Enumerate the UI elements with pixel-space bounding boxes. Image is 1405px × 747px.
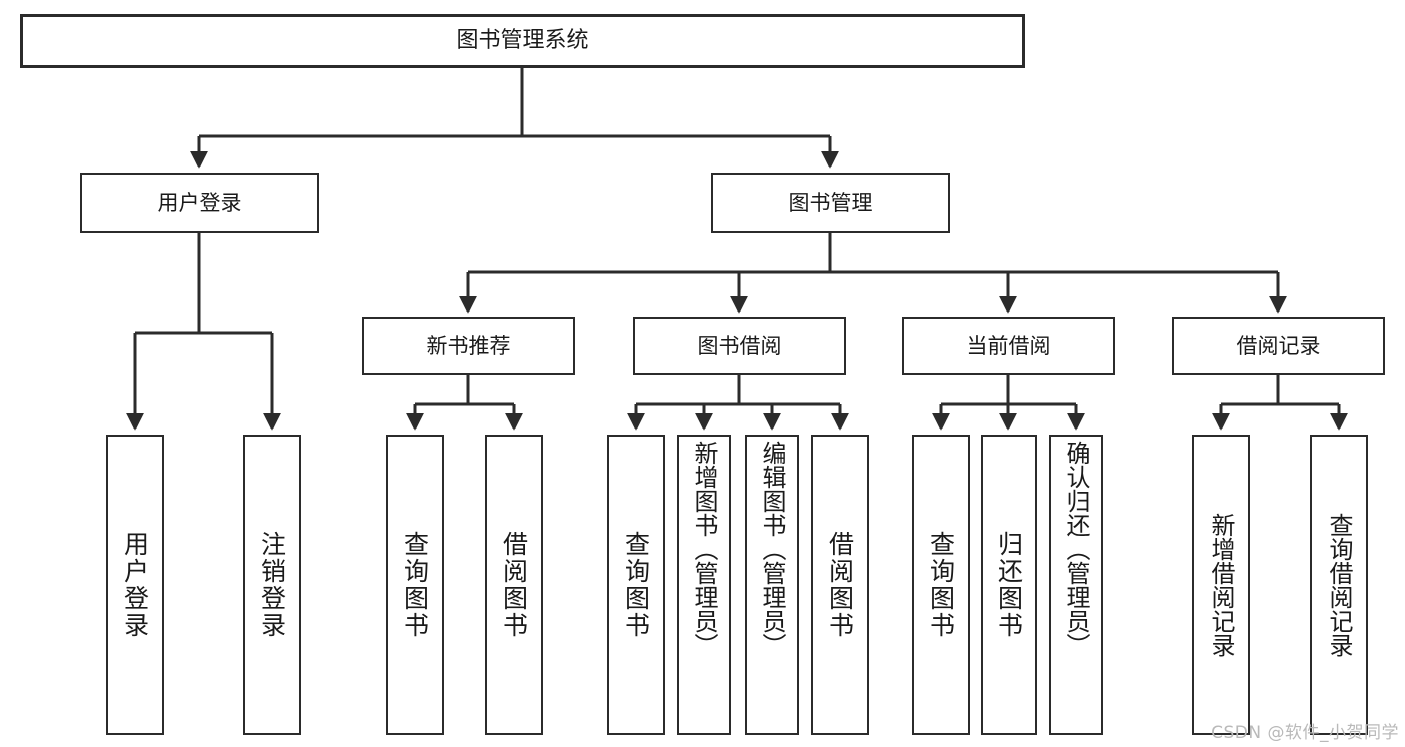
node-label: 用户登录	[157, 190, 242, 215]
node-label: 查询图书	[621, 531, 651, 639]
node-leaf-return-book[interactable]: 归还图书	[981, 435, 1037, 735]
node-label: 查询借阅记录	[1325, 513, 1353, 657]
node-label: 查询图书	[926, 531, 956, 639]
node-label: 图书借阅	[697, 333, 782, 358]
node-new-book-recommend[interactable]: 新书推荐	[362, 317, 575, 375]
node-label: 新书推荐	[426, 333, 511, 358]
node-leaf-user-login[interactable]: 用户登录	[106, 435, 164, 735]
node-user-login[interactable]: 用户登录	[80, 173, 319, 233]
node-label: 归还图书	[994, 531, 1024, 639]
node-leaf-query-borrow-record[interactable]: 查询借阅记录	[1310, 435, 1368, 735]
node-label: 新增借阅记录	[1207, 513, 1235, 657]
node-book-borrow[interactable]: 图书借阅	[633, 317, 846, 375]
node-leaf-borrow-book-rec[interactable]: 借阅图书	[485, 435, 543, 735]
node-leaf-query-book-rec[interactable]: 查询图书	[386, 435, 444, 735]
node-label: 注销登录	[257, 531, 287, 639]
node-label: 图书管理系统	[456, 28, 589, 54]
node-label: 借阅记录	[1236, 333, 1321, 358]
node-label: 借阅图书	[499, 531, 529, 639]
node-book-manage[interactable]: 图书管理	[711, 173, 950, 233]
node-label: 用户登录	[120, 531, 150, 639]
node-label: 确认归还（管理员）	[1062, 441, 1090, 657]
node-leaf-confirm-return[interactable]: 确认归还（管理员）	[1049, 435, 1103, 735]
node-label: 借阅图书	[825, 531, 855, 639]
node-current-borrow[interactable]: 当前借阅	[902, 317, 1115, 375]
node-label: 图书管理	[788, 190, 873, 215]
node-borrow-record[interactable]: 借阅记录	[1172, 317, 1385, 375]
node-label: 查询图书	[400, 531, 430, 639]
node-label: 当前借阅	[966, 333, 1051, 358]
node-leaf-logout-login[interactable]: 注销登录	[243, 435, 301, 735]
node-leaf-borrow-book-borrow[interactable]: 借阅图书	[811, 435, 869, 735]
node-label: 编辑图书（管理员）	[758, 441, 786, 657]
node-label: 新增图书（管理员）	[690, 441, 718, 657]
csdn-watermark: CSDN @软件_小贺同学	[1211, 723, 1399, 743]
node-leaf-query-book-current[interactable]: 查询图书	[912, 435, 970, 735]
node-leaf-query-book-borrow[interactable]: 查询图书	[607, 435, 665, 735]
node-leaf-add-borrow-record[interactable]: 新增借阅记录	[1192, 435, 1250, 735]
node-leaf-edit-book[interactable]: 编辑图书（管理员）	[745, 435, 799, 735]
node-leaf-add-book[interactable]: 新增图书（管理员）	[677, 435, 731, 735]
node-root-system[interactable]: 图书管理系统	[20, 14, 1025, 68]
